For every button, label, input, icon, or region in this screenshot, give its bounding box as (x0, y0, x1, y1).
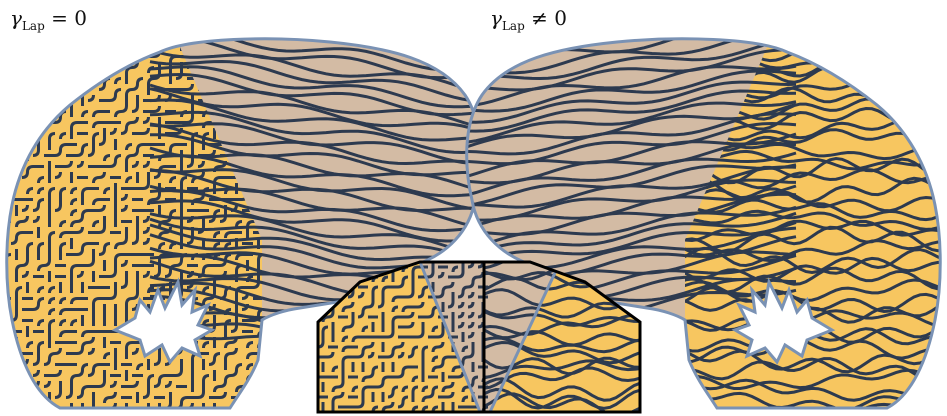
labyrinth-stripe (253, 381, 259, 387)
labyrinth-stripe (0, 128, 6, 134)
labyrinth-stripe (264, 326, 270, 332)
labyrinth-stripe (66, 84, 72, 90)
labyrinth-stripe (0, 326, 6, 332)
labyrinth-stripe (116, 46, 122, 52)
labyrinth-stripe (22, 95, 28, 101)
labyrinth-stripe (39, 398, 45, 404)
labyrinth-stripe (6, 321, 12, 327)
labyrinth-stripe (6, 123, 12, 129)
labyrinth-stripe (33, 117, 39, 123)
labyrinth-stripe (237, 409, 243, 415)
labyrinth-stripe (22, 381, 28, 387)
labyrinth-stripe (11, 128, 17, 134)
labyrinth-stripe (0, 403, 6, 409)
labyrinth-stripe (61, 79, 67, 85)
labyrinth-stripe (264, 392, 270, 398)
labyrinth-stripe (17, 57, 23, 63)
labyrinth-stripe (270, 387, 276, 393)
labyrinth-stripe (55, 62, 61, 68)
labyrinth-stripe (270, 354, 276, 360)
labyrinth-stripe (17, 123, 23, 129)
labyrinth-stripe (11, 84, 17, 90)
labyrinth-stripe (33, 40, 39, 46)
labyrinth-stripe (6, 90, 12, 96)
labyrinth-stripe (33, 62, 39, 68)
labyrinth-stripe (11, 139, 17, 145)
labyrinth-stripe (0, 106, 6, 112)
labyrinth-stripe (0, 40, 6, 46)
labyrinth-stripe (88, 51, 94, 57)
labyrinth-stripe (77, 84, 83, 90)
labyrinth-stripe (28, 46, 34, 52)
labyrinth-stripe (143, 40, 149, 46)
labyrinth-stripe (11, 40, 17, 46)
labyrinth-stripe (61, 57, 67, 63)
labyrinth-stripe (94, 68, 100, 74)
labyrinth-stripe (28, 57, 34, 63)
labyrinth-stripe (44, 403, 50, 409)
labyrinth-stripe (110, 51, 116, 57)
labyrinth-stripe (6, 200, 12, 206)
labyrinth-stripe (39, 409, 45, 415)
labyrinth-stripe (17, 409, 23, 415)
labyrinth-stripe (0, 282, 6, 288)
labyrinth-stripe (22, 62, 28, 68)
labyrinth-stripe (6, 398, 12, 404)
labyrinth-stripe (0, 227, 6, 233)
labyrinth-stripe (50, 57, 56, 63)
labyrinth-stripe (6, 365, 12, 371)
labyrinth-stripe (22, 392, 28, 398)
labyrinth-stripe (253, 392, 259, 398)
labyrinth-stripe (77, 51, 83, 57)
labyrinth-stripe (28, 79, 34, 85)
labyrinth-stripe (99, 51, 105, 57)
labyrinth-stripe (61, 46, 67, 52)
labyrinth-stripe (110, 62, 116, 68)
labyrinth-stripe (127, 46, 133, 52)
labyrinth-stripe (154, 40, 160, 46)
labyrinth-stripe (270, 365, 276, 371)
labyrinth-stripe (44, 73, 50, 79)
labyrinth-stripe (11, 172, 17, 178)
labyrinth-stripe (33, 106, 39, 112)
cortex-stripe (460, 0, 796, 35)
cortex-stripe (460, 0, 796, 38)
labyrinth-stripe (0, 238, 6, 244)
labyrinth-stripe (50, 90, 56, 96)
labyrinth-stripe (77, 73, 83, 79)
labyrinth-stripe (6, 145, 12, 151)
labyrinth-stripe (33, 95, 39, 101)
labyrinth-stripe (264, 337, 270, 343)
labyrinth-stripe (11, 150, 17, 156)
